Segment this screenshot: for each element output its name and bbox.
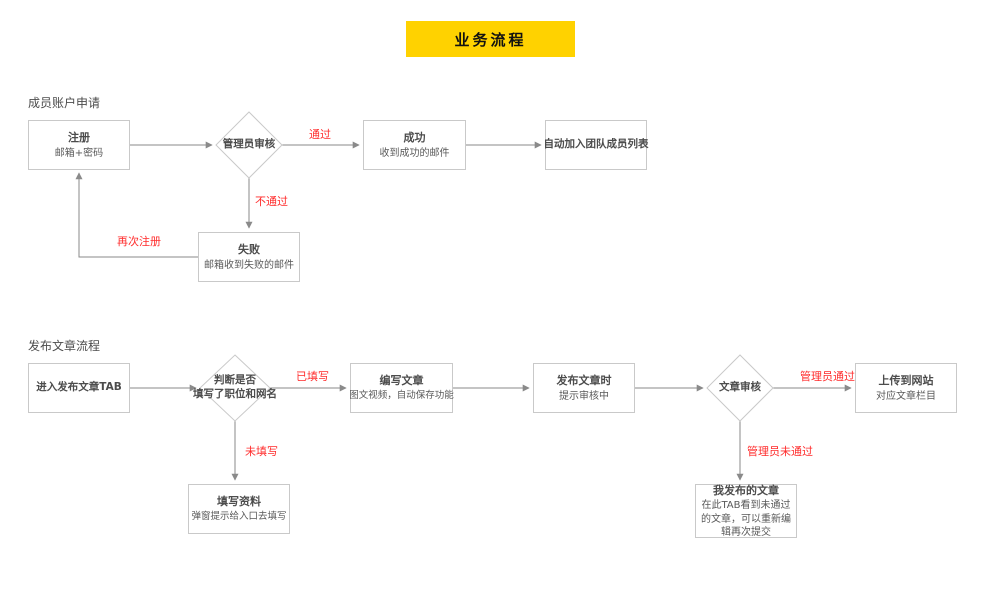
edge-label-admin-pass: 管理员通过 (800, 370, 855, 383)
node-fail: 失败 邮箱收到失败的邮件 (198, 232, 300, 282)
node-publish-title: 发布文章时 (556, 374, 612, 387)
node-my-articles: 我发布的文章 在此TAB看到未通过的文章，可以重新编辑再次提交 (695, 484, 797, 538)
connector-fail-to-register (75, 172, 198, 258)
decision-profile-check-shape (199, 354, 271, 422)
node-auto-join: 自动加入团队成员列表 (543, 120, 649, 170)
edge-label-pass: 通过 (309, 128, 331, 141)
section-label-account-flow: 成员账户申请 (28, 96, 101, 110)
node-enter-tab-title: 进入发布文章TAB (36, 381, 122, 394)
page-title: 业务流程 (406, 21, 575, 57)
node-register-title: 注册 (68, 131, 90, 144)
decision-article-review-shape (706, 354, 774, 422)
edge-label-reject: 不通过 (255, 195, 288, 208)
edge-label-retry: 再次注册 (117, 235, 161, 248)
node-success: 成功 收到成功的邮件 (363, 120, 466, 170)
node-fill-profile-subtitle: 弹窗提示给入口去填写 (191, 510, 287, 522)
node-register: 注册 邮箱+密码 (28, 120, 130, 170)
node-my-articles-subtitle: 在此TAB看到未通过的文章，可以重新编辑再次提交 (701, 500, 791, 538)
edge-label-not-filled: 未填写 (245, 445, 278, 458)
section-label-article-flow: 发布文章流程 (28, 339, 101, 353)
node-fill-profile: 填写资料 弹窗提示给入口去填写 (188, 484, 290, 534)
decision-admin-review-shape (215, 111, 283, 179)
node-write-article: 编写文章 图文视频，自动保存功能 (349, 363, 454, 413)
node-success-title: 成功 (403, 131, 426, 144)
node-publish: 发布文章时 提示审核中 (533, 363, 635, 413)
node-upload-subtitle: 对应文章栏目 (876, 390, 936, 402)
node-write-article-subtitle: 图文视频，自动保存功能 (349, 389, 454, 401)
node-write-article-title: 编写文章 (379, 374, 424, 388)
edge-label-admin-reject: 管理员未通过 (747, 445, 813, 458)
node-success-subtitle: 收到成功的邮件 (379, 147, 450, 159)
node-fail-title: 失败 (238, 243, 260, 256)
node-register-subtitle: 邮箱+密码 (54, 147, 104, 159)
node-my-articles-title: 我发布的文章 (713, 483, 779, 497)
node-auto-join-title: 自动加入团队成员列表 (543, 138, 649, 151)
node-publish-subtitle: 提示审核中 (559, 390, 609, 402)
node-enter-tab: 进入发布文章TAB (28, 363, 130, 413)
node-fill-profile-title: 填写资料 (217, 495, 261, 509)
node-fail-subtitle: 邮箱收到失败的邮件 (204, 259, 294, 271)
node-upload-title: 上传到网站 (878, 374, 934, 387)
edge-label-filled: 已填写 (296, 370, 329, 383)
node-upload: 上传到网站 对应文章栏目 (855, 363, 957, 413)
